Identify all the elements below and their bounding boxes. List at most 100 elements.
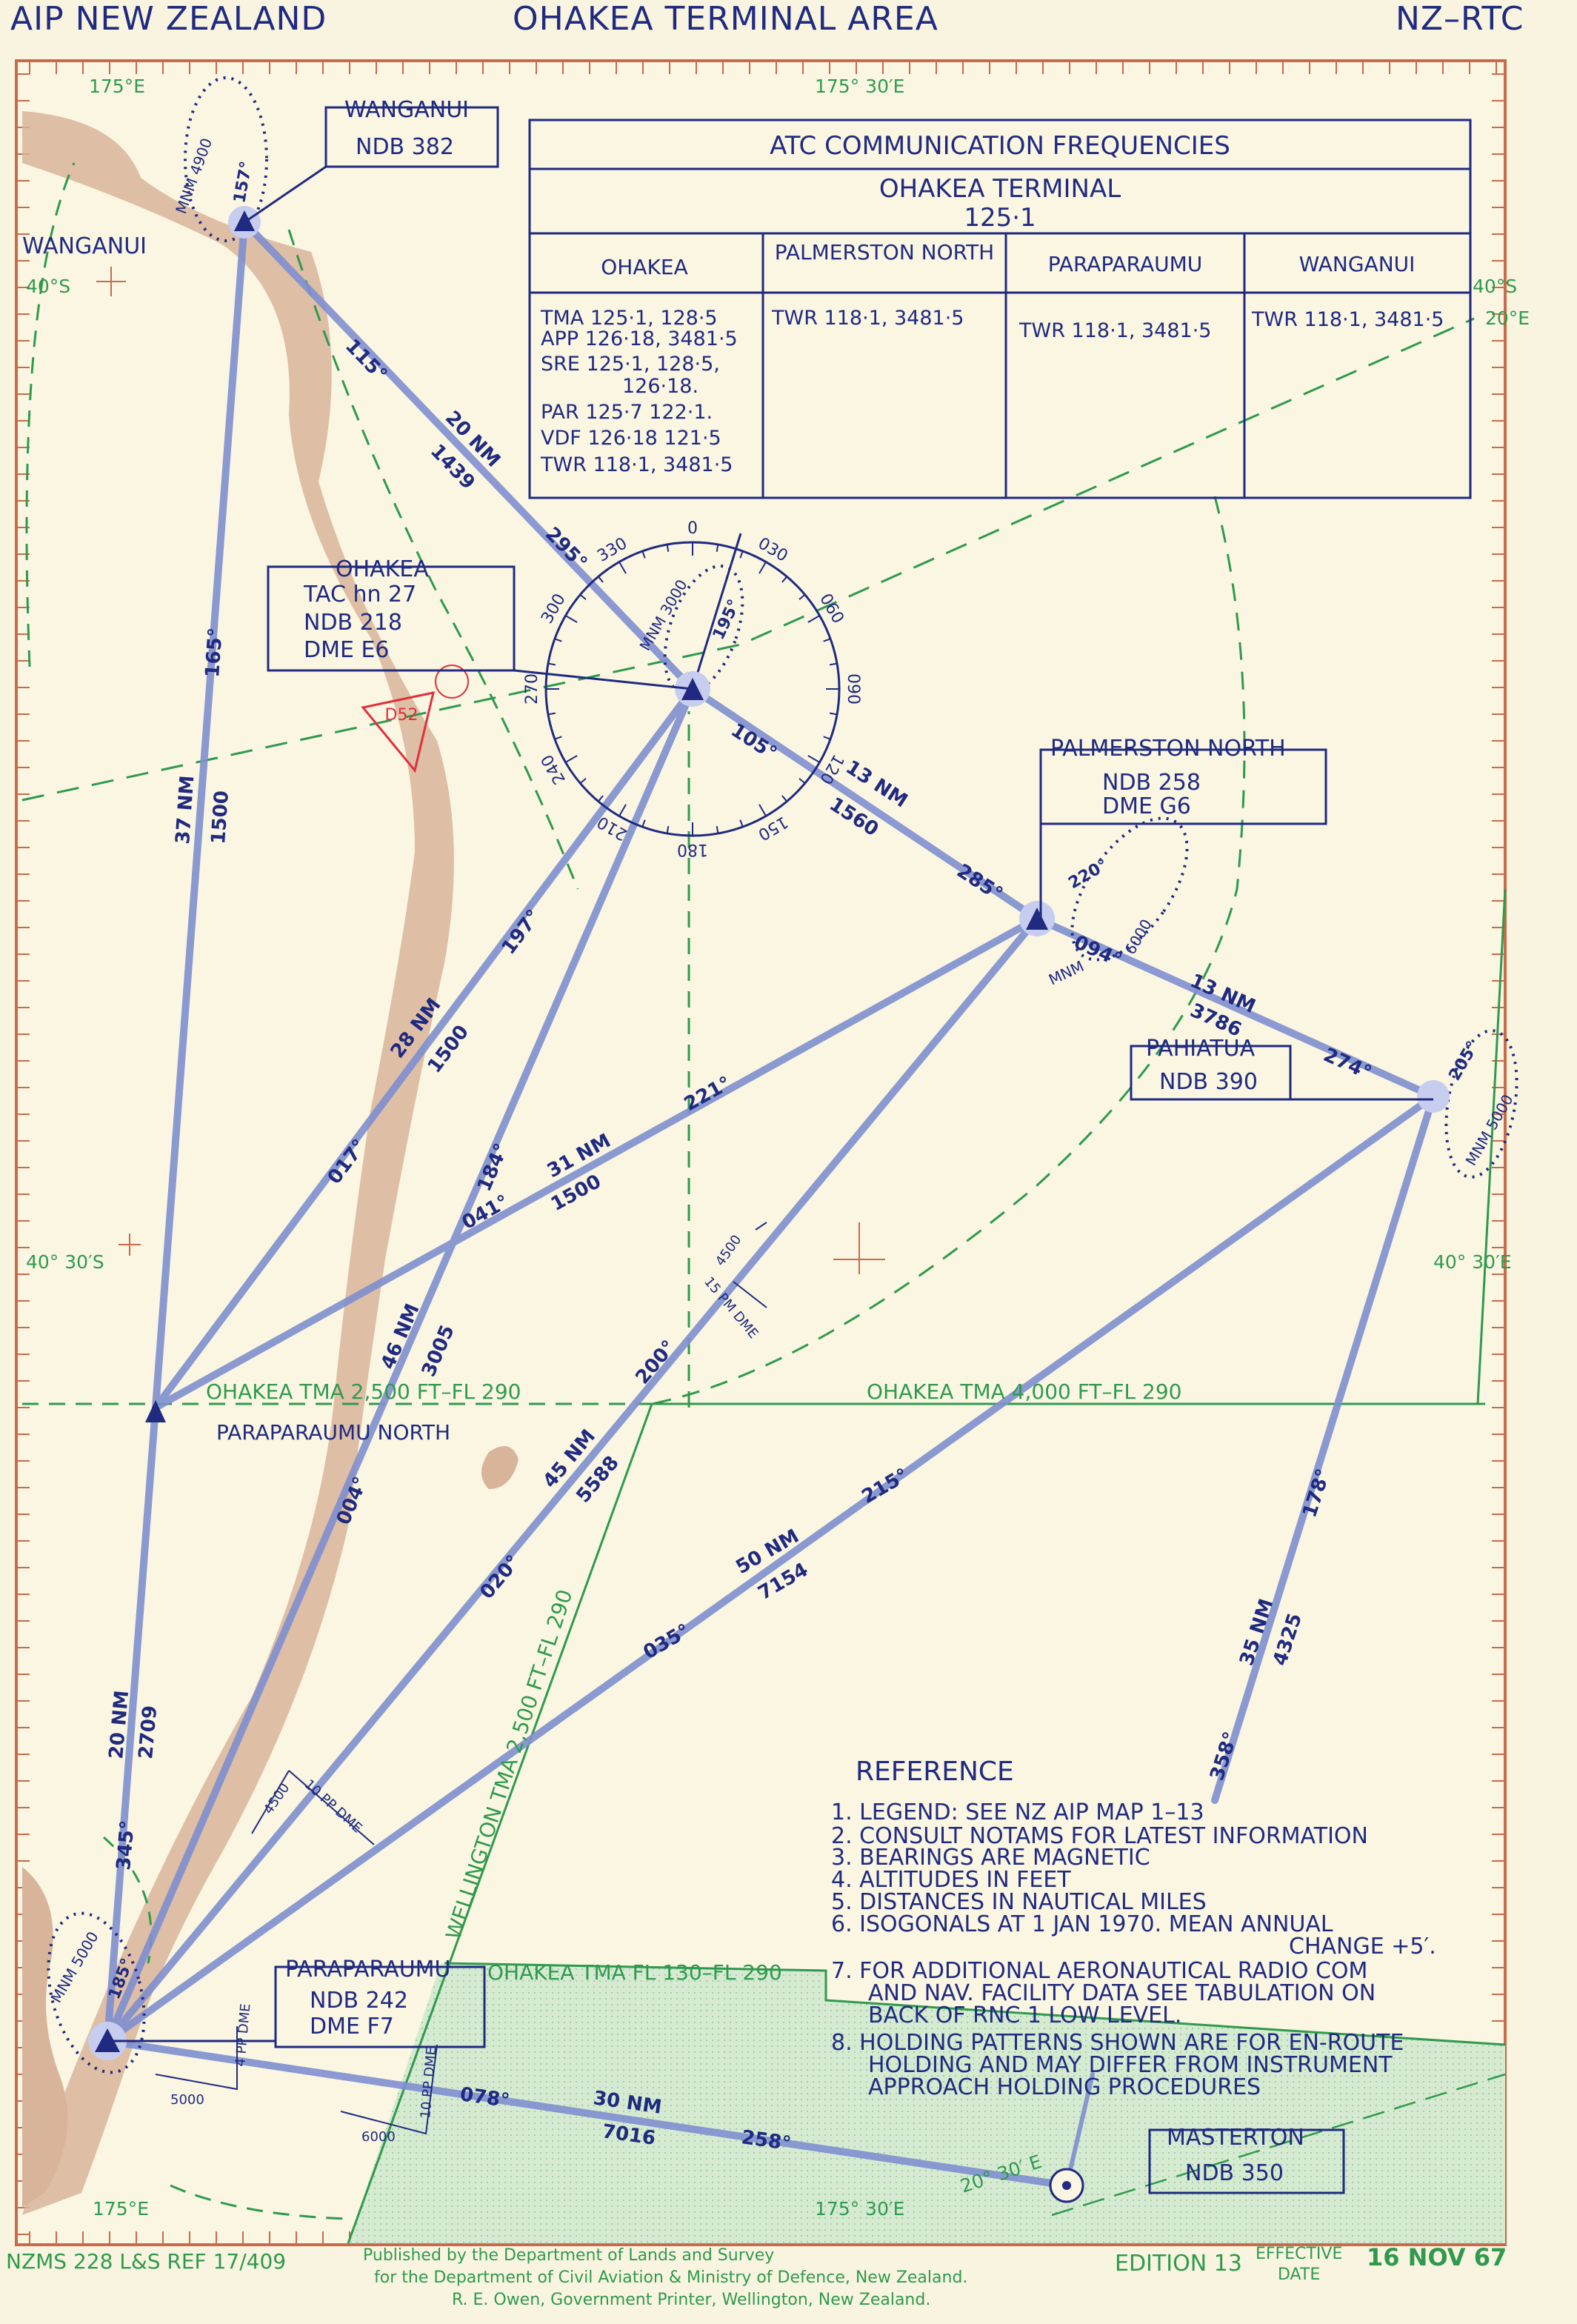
reference-item: 8. HOLDING PATTERNS SHOWN ARE FOR EN-ROU… [831, 2030, 1404, 2056]
compass-label: 180 [677, 840, 708, 859]
compass-tick [619, 804, 627, 816]
compass-tick [579, 778, 587, 785]
reference-item: APPROACH HOLDING PROCEDURES [868, 2074, 1261, 2100]
d52-restricted-area: D52 [361, 665, 469, 773]
footer-publisher-line: Published by the Department of Lands and… [363, 2246, 775, 2265]
pahiatua-hold [1444, 1029, 1518, 1179]
reference-item: HOLDING AND MAY DIFFER FROM INSTRUMENT [868, 2052, 1393, 2078]
reference-title: REFERENCE [856, 1757, 1014, 1787]
route-label: 345° [113, 1819, 139, 1871]
palmerston-ndb: NDB 258 [1102, 770, 1201, 796]
compass-tick [716, 825, 719, 834]
compass-tick [807, 755, 820, 763]
palmerston-ndb-icon [1019, 901, 1055, 936]
route-ohakea-palmerston [689, 685, 1041, 922]
compass-tick [798, 778, 806, 785]
compass-tick [666, 544, 670, 553]
masterton-stub [1064, 2072, 1095, 2188]
compass-tick [823, 736, 831, 740]
freq-table-subtitle: OHAKEA TERMINAL [879, 174, 1121, 204]
masterton-ndb: NDB 350 [1185, 2160, 1284, 2186]
ohakea-hold [663, 565, 744, 695]
compass-tick [759, 562, 767, 574]
compass-tick [739, 819, 744, 828]
compass-tick [829, 662, 838, 666]
map-frame [15, 59, 1507, 2246]
compass-tick [781, 795, 788, 802]
footer-edition: EDITION 13 [1115, 2251, 1242, 2277]
lat-label: 40°S [1473, 276, 1517, 297]
compass-tick [829, 712, 838, 716]
route-paraparaumu-masterton [104, 2037, 1070, 2189]
facility-labels: WANGANUI NDB 382 WANGANUI OHAKEA TAC hn … [22, 97, 1304, 2186]
tma-label-ohakea-low: OHAKEA TMA 2,500 FT–FL 290 [206, 1379, 521, 1404]
compass-tick [807, 615, 820, 623]
paraparaumu-north-reporting-point-icon [145, 1400, 166, 1422]
lon-label: 175° 30′E [815, 2198, 904, 2220]
ohakea-ndb: NDB 218 [304, 610, 402, 636]
reference-item: AND NAV. FACILITY DATA SEE TABULATION ON [868, 1980, 1376, 2006]
route-label: 1500 [207, 790, 233, 845]
compass-tick [547, 712, 556, 716]
lat-label: 40° 30′S [26, 1251, 104, 1273]
compass-tick [798, 593, 806, 600]
compass-tick [823, 638, 831, 642]
chart-header: AIP NEW ZEALAND OHAKEA TERMINAL AREA NZ–… [0, 0, 1577, 58]
route-paraparaumu-pahiatua [104, 1093, 1437, 2045]
island [481, 1446, 519, 1489]
compass-tick [739, 550, 744, 559]
frequency-table-text: ATC COMMUNICATION FREQUENCIES OHAKEA TER… [540, 131, 1444, 476]
reference-notes: REFERENCE 1. LEGEND: SEE NZ AIP MAP 1–13… [831, 1757, 1436, 2100]
footer-date-word: DATE [1278, 2265, 1321, 2284]
reference-item: 3. BEARINGS ARE MAGNETIC [831, 1845, 1150, 1871]
compass-tick [781, 576, 788, 583]
route-wanganui-ohakea [241, 219, 696, 693]
chart-title: OHAKEA TERMINAL AREA [513, 0, 938, 38]
compass-tick [554, 736, 562, 740]
palmerston-hold [1070, 816, 1189, 962]
ohakea-freq-line: PAR 125·7 122·1. [541, 401, 713, 424]
reference-item: 2. CONSULT NOTAMS FOR LATEST INFORMATION [831, 1823, 1368, 1849]
controlled-airspace-fill [348, 1963, 1505, 2243]
compass-tick [716, 544, 719, 553]
dme-fix-alt: 5000 [170, 2092, 204, 2108]
col-palmerston: PALMERSTON NORTH [775, 240, 994, 264]
reference-item: CHANGE +5′. [1289, 1934, 1436, 1960]
compass-tick [641, 819, 646, 828]
reference-item: 6. ISOGONALS AT 1 JAN 1970. MEAN ANNUAL [831, 1911, 1333, 1937]
ohakea-freq-line: TWR 118·1, 3481·5 [540, 453, 733, 476]
ohakea-tac: TAC hn 27 [303, 582, 416, 607]
lon-label: 175°E [93, 2198, 149, 2220]
compass-tick [619, 562, 627, 574]
graticule-labels: 175°E 175° 30′E 40°S 40°S 20°E 40° 30′S … [26, 76, 1530, 2220]
footer-effective: EFFECTIVE [1256, 2245, 1343, 2263]
header-right: NZ–RTC [1396, 0, 1524, 38]
ohakea-freq-line: VDF 126·18 121·5 [541, 427, 721, 450]
lat-label: 40°S [26, 276, 70, 297]
wanganui-town: WANGANUI [22, 233, 147, 259]
ohakea-freq-line: 126·18. [622, 375, 699, 398]
col-wanganui: WANGANUI [1299, 252, 1416, 276]
wanganui-ndb: NDB 382 [356, 134, 454, 160]
route-paraparaumu-north-ohakea [152, 685, 696, 1411]
ohakea-dme: DME E6 [304, 637, 390, 663]
compass-tick [579, 593, 587, 600]
pahiatua-ndb: NDB 390 [1159, 1069, 1258, 1095]
compass-tick [597, 795, 604, 802]
ohakea-freq-line: TMA 125·1, 128·5 [540, 307, 718, 330]
pahiatua-ndb-icon [1417, 1080, 1450, 1113]
masterton-name: MASTERTON [1167, 2125, 1304, 2151]
ohakea-name: OHAKEA [336, 556, 429, 582]
reference-item: 4. ALTITUDES IN FEET [831, 1867, 1071, 1893]
header-left: AIP NEW ZEALAND [10, 0, 327, 38]
palmerston-freq: TWR 118·1, 3481·5 [771, 307, 964, 330]
ohakea-freq-line: SRE 125·1, 128·5, [541, 353, 720, 376]
paraparaumu-hold [47, 1911, 146, 2074]
footer-effective-date: 16 NOV 67 [1367, 2243, 1507, 2271]
route-paraparaumu-north-palmerston [152, 915, 1041, 1411]
paraparaumu-dme: DME F7 [310, 2014, 394, 2040]
reference-item: 1. LEGEND: SEE NZ AIP MAP 1–13 [831, 1799, 1204, 1825]
compass-tick [597, 576, 604, 583]
paraparaumu-north-name: PARAPARAUMU NORTH [216, 1420, 450, 1445]
